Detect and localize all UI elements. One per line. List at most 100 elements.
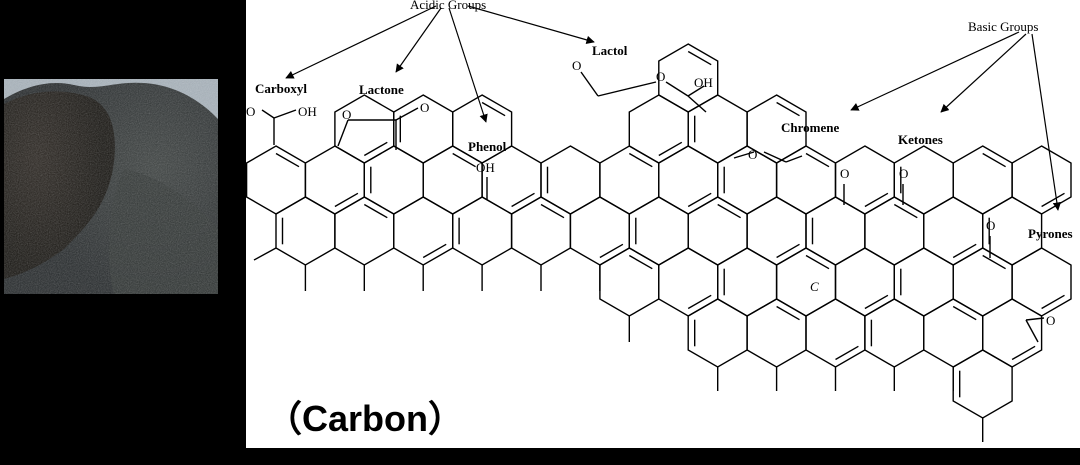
pointer-arrows [285, 5, 1062, 211]
hexagon-ring [451, 196, 513, 266]
double-bond [628, 152, 653, 168]
chromene-label: Chromene [781, 120, 840, 135]
pointer-arrow [940, 33, 1027, 113]
hexagon-ring [628, 94, 689, 164]
carboxyl-oxygen: O [246, 104, 256, 119]
lactol-ring-oxygen: O [656, 69, 666, 84]
hexagon-ring [599, 145, 660, 215]
surface-groups-diagram: Acidic Groups Basic Groups Carboxyl Lact… [246, 0, 1080, 448]
carbon-powder-photo [4, 79, 218, 294]
carbon-caption: （Carbon） [266, 398, 465, 439]
hexagon-ring [334, 196, 395, 266]
hexagon-ring [834, 247, 895, 317]
hexagon-ring [923, 196, 984, 266]
chromene-bond [763, 151, 787, 163]
double-bond [864, 192, 889, 208]
double-bond [952, 243, 977, 259]
lactol-carbonyl-oxygen: O [572, 58, 582, 73]
double-bond [717, 203, 741, 219]
double-bond [776, 101, 800, 117]
edge-methyl-bonds [253, 247, 984, 442]
double-bond [511, 192, 535, 208]
pyrone-ring-bond [1025, 319, 1039, 343]
double-bond [776, 243, 800, 259]
double-bond [952, 305, 977, 321]
chromene-oxygen: O [748, 147, 758, 162]
hexagon-ring [952, 247, 1013, 317]
hexagon-ring [687, 196, 748, 266]
hexagon-ring [717, 247, 778, 317]
hexagon-ring [628, 196, 689, 266]
lactone-bond [337, 119, 349, 147]
double-bond [363, 141, 388, 157]
pointer-arrow [448, 7, 488, 123]
lactol-methyl-bond [687, 95, 707, 113]
double-bonds [275, 50, 1065, 398]
pyrone-carbonyl-oxygen: O [986, 218, 996, 233]
double-bond [687, 192, 712, 208]
double-bond [1011, 345, 1036, 361]
double-bond [599, 243, 624, 259]
ketones-label: Ketones [898, 132, 943, 147]
graphene-structure [246, 5, 1072, 442]
hexagon-ring [952, 145, 1013, 215]
double-bond [982, 254, 1006, 270]
pointer-arrow [850, 31, 1020, 111]
hexagon-ring [451, 94, 513, 164]
hexagon-ring [805, 196, 866, 266]
lactol-ring-bond [665, 81, 689, 97]
double-bond [628, 254, 653, 270]
double-bond [893, 203, 918, 219]
phenol-label: Phenol [468, 139, 507, 154]
lactol-co-bond [580, 71, 599, 97]
hexagon-ring [540, 145, 601, 215]
hexagon-ring [952, 349, 1013, 419]
hexagon-ring [569, 196, 630, 266]
hexagon-ring [510, 196, 572, 266]
double-bond [805, 152, 830, 168]
lactol-ring-bond [597, 81, 657, 97]
double-bond [687, 50, 712, 66]
hexagon-ring [746, 298, 807, 368]
hexagon-ring [923, 298, 984, 368]
pyrones-label: Pyrones [1028, 226, 1073, 241]
hexagon-ring [246, 145, 307, 215]
double-bond [452, 152, 476, 168]
hexagon-ring [658, 247, 719, 317]
double-bond [805, 254, 830, 270]
hexagon-ring [422, 145, 483, 215]
hexagon-ring [746, 94, 807, 164]
double-bond [1041, 192, 1065, 208]
hexagon-ring [805, 298, 866, 368]
double-bond [776, 305, 800, 321]
hexagon-ring [658, 145, 719, 215]
carboxyl-co-bond [261, 109, 275, 119]
lactone-carbonyl-oxygen: O [420, 100, 430, 115]
phenol-hydroxyl: OH [476, 160, 495, 175]
double-bond [275, 152, 300, 168]
ketone-oxygen-2: O [899, 166, 909, 181]
hexagon-ring [599, 247, 660, 317]
pyrone-ring-oxygen: O [1046, 313, 1056, 328]
double-bond [658, 141, 683, 157]
hexagon-ring [775, 247, 837, 317]
hexagon-ring [687, 298, 748, 368]
basic-groups-label: Basic Groups [968, 19, 1039, 34]
lactol-hydroxyl: OH [694, 75, 713, 90]
lactol-oh-bond [687, 85, 705, 97]
ketone-oxygen-1: O [840, 166, 850, 181]
double-bond [1041, 294, 1065, 310]
lactone-co-bond [395, 107, 419, 121]
acidic-groups-label: Acidic Groups [410, 0, 487, 12]
hexagon-ring [1011, 247, 1072, 317]
double-bond [481, 101, 506, 117]
double-bond [334, 192, 359, 208]
carboxyl-label: Carboxyl [255, 81, 307, 96]
double-bond [835, 345, 859, 361]
carboxyl-hydroxyl: OH [298, 104, 317, 119]
hexagon-ring [304, 145, 366, 215]
double-bond [687, 294, 712, 310]
hexagon-lattice [246, 43, 1072, 419]
double-bond [864, 294, 889, 310]
